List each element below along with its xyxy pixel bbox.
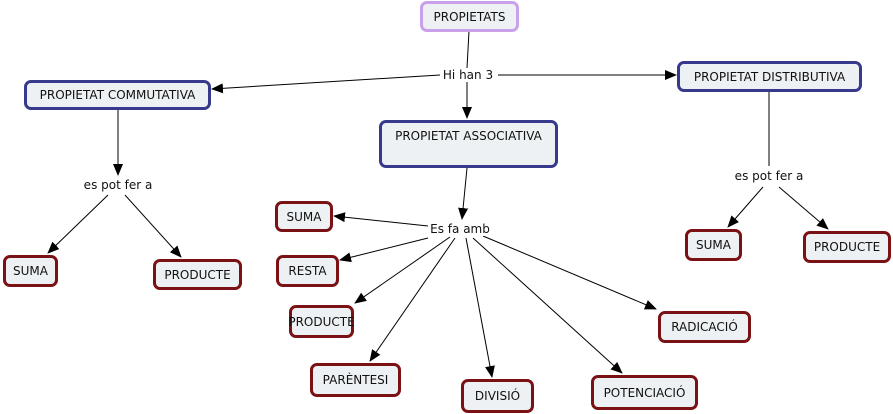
node-propietat-distributiva[interactable]: PROPIETAT DISTRIBUTIVA [677,61,862,92]
node-associativa-producte[interactable]: PRODUCTE [288,305,355,338]
node-associativa-suma[interactable]: SUMA [275,201,333,232]
link-associativa-esfa [458,167,469,220]
node-associativa-resta[interactable]: RESTA [276,255,339,287]
link-esfa-radicacio [482,235,657,310]
link-esfa-divisio [465,237,495,378]
link-espot-producte-right [778,186,829,230]
node-associativa-potenciacio[interactable]: POTENCIACIÓ [591,375,698,410]
link-esfa-resta [339,237,429,263]
link-hihan-commutativa [211,74,441,94]
node-associativa-divisio[interactable]: DIVISIÓ [461,379,534,413]
node-distributiva-producte[interactable]: PRODUCTE [803,231,891,263]
link-espot-suma-left [47,194,109,254]
link-esfa-potenciacio [472,237,623,374]
link-esfa-suma [333,212,429,227]
link-label-distributiva: es pot fer a [732,169,806,183]
node-associativa-parentesi[interactable]: PARÈNTESI [310,363,401,397]
node-commutativa-suma[interactable]: SUMA [3,255,58,287]
node-propietats[interactable]: PROPIETATS [420,1,519,32]
node-commutativa-producte[interactable]: PRODUCTE [153,259,242,290]
node-associativa-radicacio[interactable]: RADICACIÓ [658,311,751,343]
link-esfa-producte [354,236,451,304]
link-label-commutativa: es pot fer a [81,178,155,192]
node-propietat-associativa[interactable]: PROPIETAT ASSOCIATIVA [379,120,558,168]
link-espot-producte-left [124,194,182,258]
node-propietat-commutativa[interactable]: PROPIETAT COMMUTATIVA [24,80,211,110]
link-espot-suma-right [727,186,764,228]
link-root-hihan [466,30,470,69]
link-label-hi-han-3: Hi han 3 [440,68,496,82]
link-label-associativa: Es fa amb [428,222,492,236]
link-esfa-parentesi [369,237,456,362]
node-distributiva-suma[interactable]: SUMA [685,229,742,261]
